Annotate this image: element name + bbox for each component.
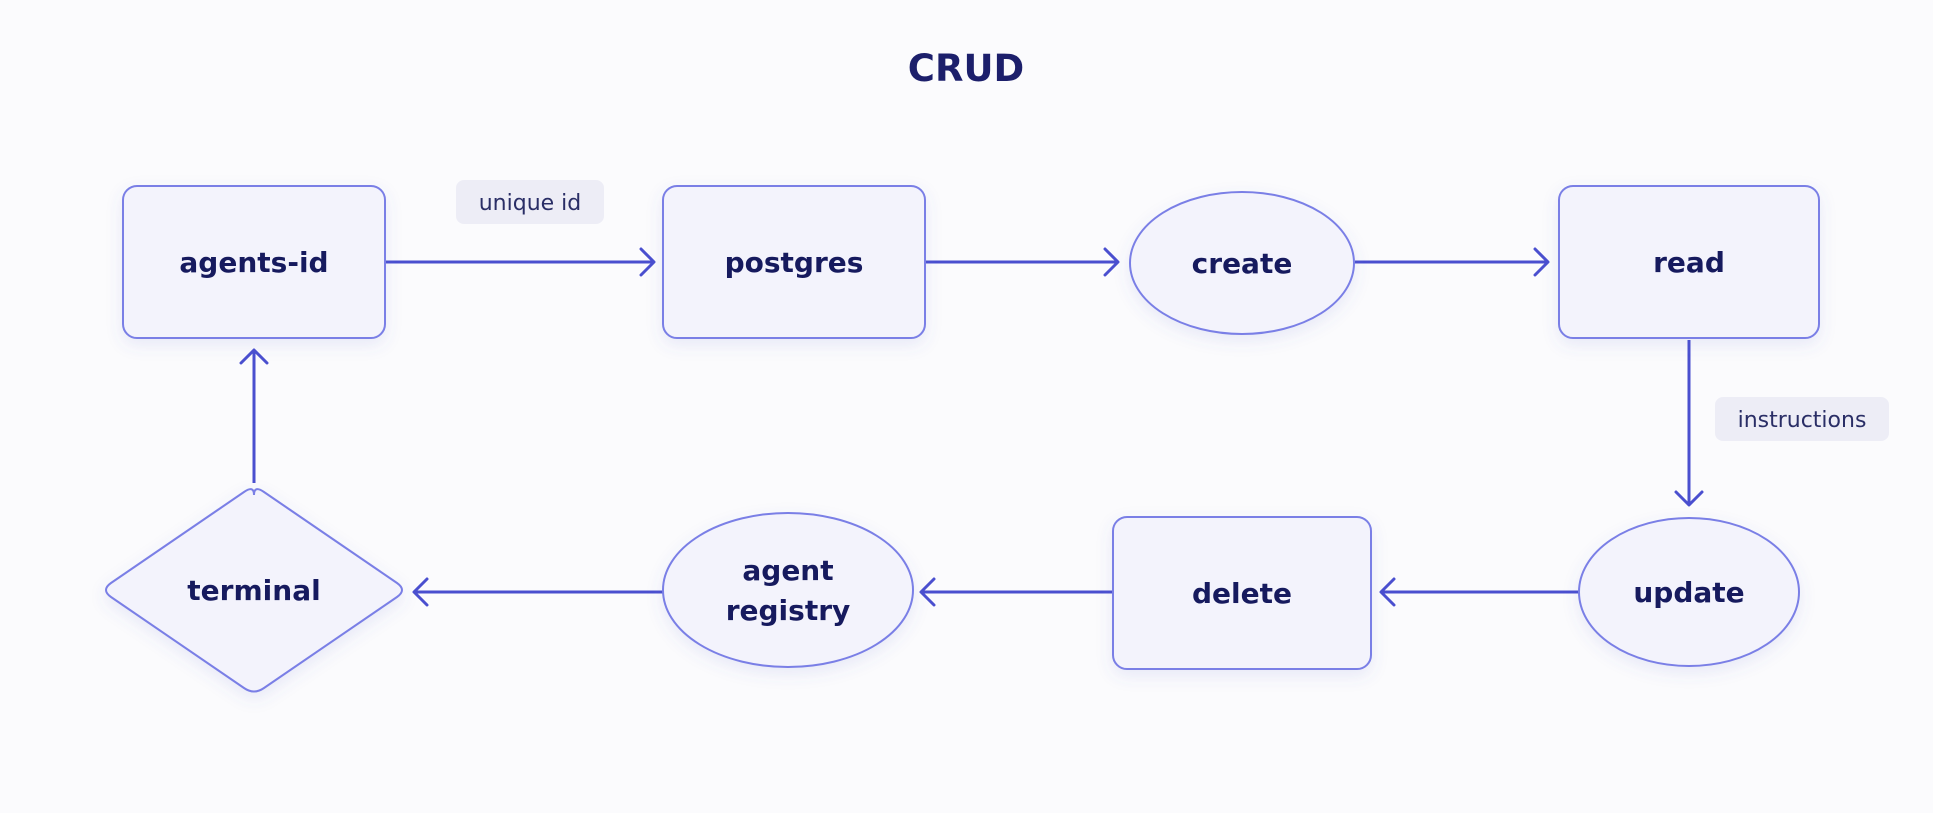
rounded-rect-shape bbox=[1558, 185, 1820, 339]
edge-postgres-to-create bbox=[925, 247, 1120, 277]
edge-read-to-update bbox=[1674, 340, 1704, 507]
edge-label-background bbox=[1715, 397, 1889, 441]
edge-label-background bbox=[456, 180, 604, 224]
node-label: delete bbox=[1192, 577, 1292, 610]
arrowhead-icon bbox=[1533, 247, 1550, 277]
rounded-rect-shape bbox=[662, 185, 926, 339]
node-terminal[interactable]: terminal bbox=[105, 488, 403, 693]
ellipse-shape bbox=[1578, 517, 1800, 667]
arrowhead-icon bbox=[1379, 577, 1396, 607]
node-label: update bbox=[1633, 576, 1744, 609]
edge-agent-registry-to-terminal bbox=[412, 577, 663, 607]
edge-agents-id-to-postgres bbox=[386, 247, 656, 277]
arrowhead-icon bbox=[1103, 247, 1120, 277]
node-agents-id[interactable]: agents-id bbox=[122, 185, 386, 339]
edge-terminal-to-agents-id bbox=[239, 348, 269, 483]
nodes-layer: agents-id postgres create read update delete a… bbox=[105, 185, 1820, 693]
node-update[interactable]: update bbox=[1578, 517, 1800, 667]
edge-delete-to-agent-registry bbox=[919, 577, 1113, 607]
edge-label-agents-id-to-postgres: unique id bbox=[456, 180, 604, 224]
node-label: registry bbox=[726, 594, 851, 627]
edges-layer bbox=[239, 247, 1704, 607]
node-label: terminal bbox=[187, 574, 320, 607]
node-label: agent bbox=[742, 554, 833, 587]
node-create[interactable]: create bbox=[1129, 191, 1355, 335]
arrowhead-icon bbox=[239, 348, 269, 365]
ellipse-shape bbox=[662, 512, 914, 668]
rounded-rect-shape bbox=[122, 185, 386, 339]
node-label: create bbox=[1192, 247, 1293, 280]
node-agent-registry[interactable]: agent registry bbox=[662, 512, 914, 668]
node-label: read bbox=[1653, 246, 1725, 279]
edge-label-text: instructions bbox=[1738, 408, 1867, 433]
arrowhead-icon bbox=[412, 577, 429, 607]
node-label: postgres bbox=[725, 246, 864, 279]
edge-update-to-delete bbox=[1379, 577, 1579, 607]
arrowhead-icon bbox=[1674, 490, 1704, 507]
edge-create-to-read bbox=[1355, 247, 1550, 277]
arrowhead-icon bbox=[639, 247, 656, 277]
node-read[interactable]: read bbox=[1558, 185, 1820, 339]
node-delete[interactable]: delete bbox=[1112, 516, 1372, 670]
node-label: agents-id bbox=[179, 246, 328, 279]
edge-label-read-to-update: instructions bbox=[1715, 397, 1889, 441]
edge-labels-layer: unique id instructions bbox=[456, 180, 1889, 441]
page-title: CRUD bbox=[908, 47, 1024, 90]
node-postgres[interactable]: postgres bbox=[662, 185, 926, 339]
rounded-rect-shape bbox=[1112, 516, 1372, 670]
ellipse-shape bbox=[1129, 191, 1355, 335]
edge-label-text: unique id bbox=[479, 191, 582, 216]
diamond-shape bbox=[105, 488, 403, 693]
arrowhead-icon bbox=[919, 577, 936, 607]
